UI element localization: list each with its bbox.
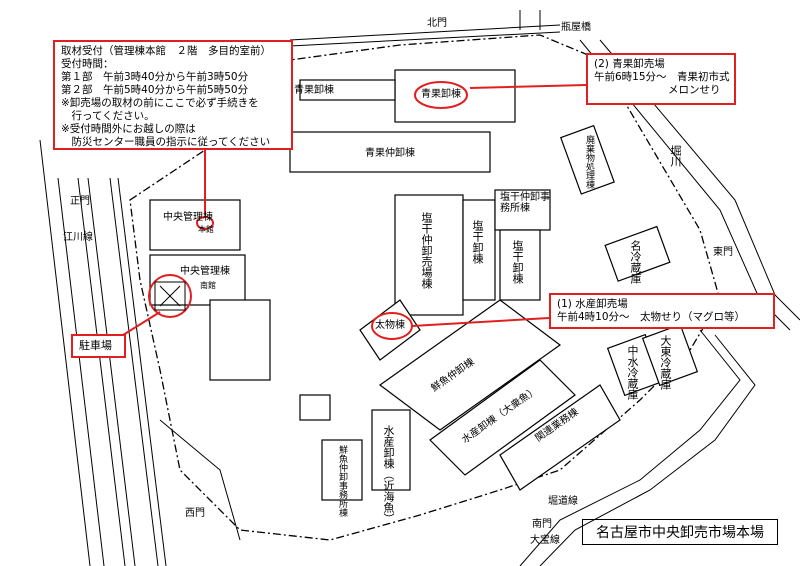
parking-label: 駐車場 xyxy=(79,339,112,352)
suisan-callout: (1) 水産卸売場 午前4時10分～ 太物せり（マグロ等） xyxy=(549,293,775,329)
parking-icon xyxy=(154,281,186,311)
shiohoshi-naka-office-label: 塩干仲卸事務所棟 xyxy=(500,192,550,214)
suisan-line-2: 午前4時10分～ 太物せり（マグロ等） xyxy=(557,311,746,323)
right-roads xyxy=(519,39,800,566)
sengyo-naka-office-label: 鮮魚仲卸事務所棟 xyxy=(337,445,347,517)
reception-line-4: 第２部 午前5時40分から午前5時50分 xyxy=(61,84,249,96)
left-roads xyxy=(39,139,167,566)
seika-line-1: (2) 青果卸売場 xyxy=(594,58,665,70)
parking-callout: 駐車場 xyxy=(71,334,126,358)
edagawa-line: 江川線 xyxy=(63,232,93,243)
shiohoshi-naka-label: 塩干仲卸売場棟 xyxy=(420,212,433,289)
reception-line-8: 防災センター職員の指示に従ってください xyxy=(61,136,271,148)
reception-line-1: 取材受付（管理棟本館 ２階 多目的室前） xyxy=(61,45,271,57)
chusui-reizo-label: 中水冷蔵庫 xyxy=(626,345,639,400)
red-connectors xyxy=(114,84,587,341)
sakaimichi-line: 堀道線 xyxy=(548,496,578,507)
seika-naka-label: 青果仲卸棟 xyxy=(365,148,415,159)
reception-line-6: 行ってください。 xyxy=(61,110,155,122)
shiohoshi-oroshi-label: 塩干卸棟 xyxy=(471,220,484,264)
reception-line-5: ※卸売場の取材の前にここで必ず手続きを xyxy=(61,97,259,109)
shiohoshi-oroshi2-label: 塩干卸棟 xyxy=(511,240,524,284)
futomono-label: 太物棟 xyxy=(375,320,405,331)
reception-line-3: 第１部 午前3時40分から午前3時50分 xyxy=(61,71,249,83)
suisan-oroshi-kinkai-label: 水産卸棟（近海魚） xyxy=(382,425,395,524)
map-title: 名古屋市中央卸売市場本場 xyxy=(582,519,778,545)
seika-callout: (2) 青果卸売場 午前6時15分～ 青果初市式 メロンせり xyxy=(586,53,736,105)
buildings xyxy=(149,69,699,501)
kanri-honkan-label: 中央管理棟 xyxy=(163,212,213,223)
west-gate: 西門 xyxy=(185,508,205,519)
seika-oroshi-top-label: 青果卸棟 xyxy=(421,89,461,100)
seika-line-3: メロンせり xyxy=(668,84,721,96)
east-gate: 東門 xyxy=(713,247,733,258)
meireizo-label: 名冷蔵庫 xyxy=(629,240,642,284)
ozone-line: 大宝線 xyxy=(530,535,560,546)
kanri-nanki-label: 中央管理棟 xyxy=(180,266,230,277)
haiki-shori-label: 廃棄物処理棟 xyxy=(584,135,594,189)
seika-oroshi-left-label: 青果卸棟 xyxy=(294,85,334,96)
daito-reizo-label: 大東冷蔵庫 xyxy=(659,335,672,390)
reception-line-7: ※受付時間外にお越しの際は xyxy=(61,123,196,135)
main-gate: 正門 xyxy=(70,196,90,207)
reception-callout: 取材受付（管理棟本館 ２階 多目的室前） 受付時間： 第１部 午前3時40分から… xyxy=(53,40,293,150)
reception-line-2: 受付時間： xyxy=(61,58,114,70)
market-boundary xyxy=(129,34,721,541)
kanri-honkan-sub: 本館 xyxy=(198,225,214,234)
suisan-line-1: (1) 水産卸売場 xyxy=(557,298,628,310)
bottle-house-bridge: 瓶屋橋 xyxy=(561,22,591,33)
bottom-left-road xyxy=(159,419,241,541)
horikawa-river: 堀川 xyxy=(669,145,682,167)
red-circles xyxy=(148,81,468,340)
north-gate: 北門 xyxy=(427,18,447,29)
top-roads xyxy=(289,10,561,47)
south-gate: 南門 xyxy=(532,519,552,530)
kanri-nanki-sub: 南館 xyxy=(200,281,216,290)
seika-line-2: 午前6時15分～ 青果初市式 xyxy=(594,71,730,83)
